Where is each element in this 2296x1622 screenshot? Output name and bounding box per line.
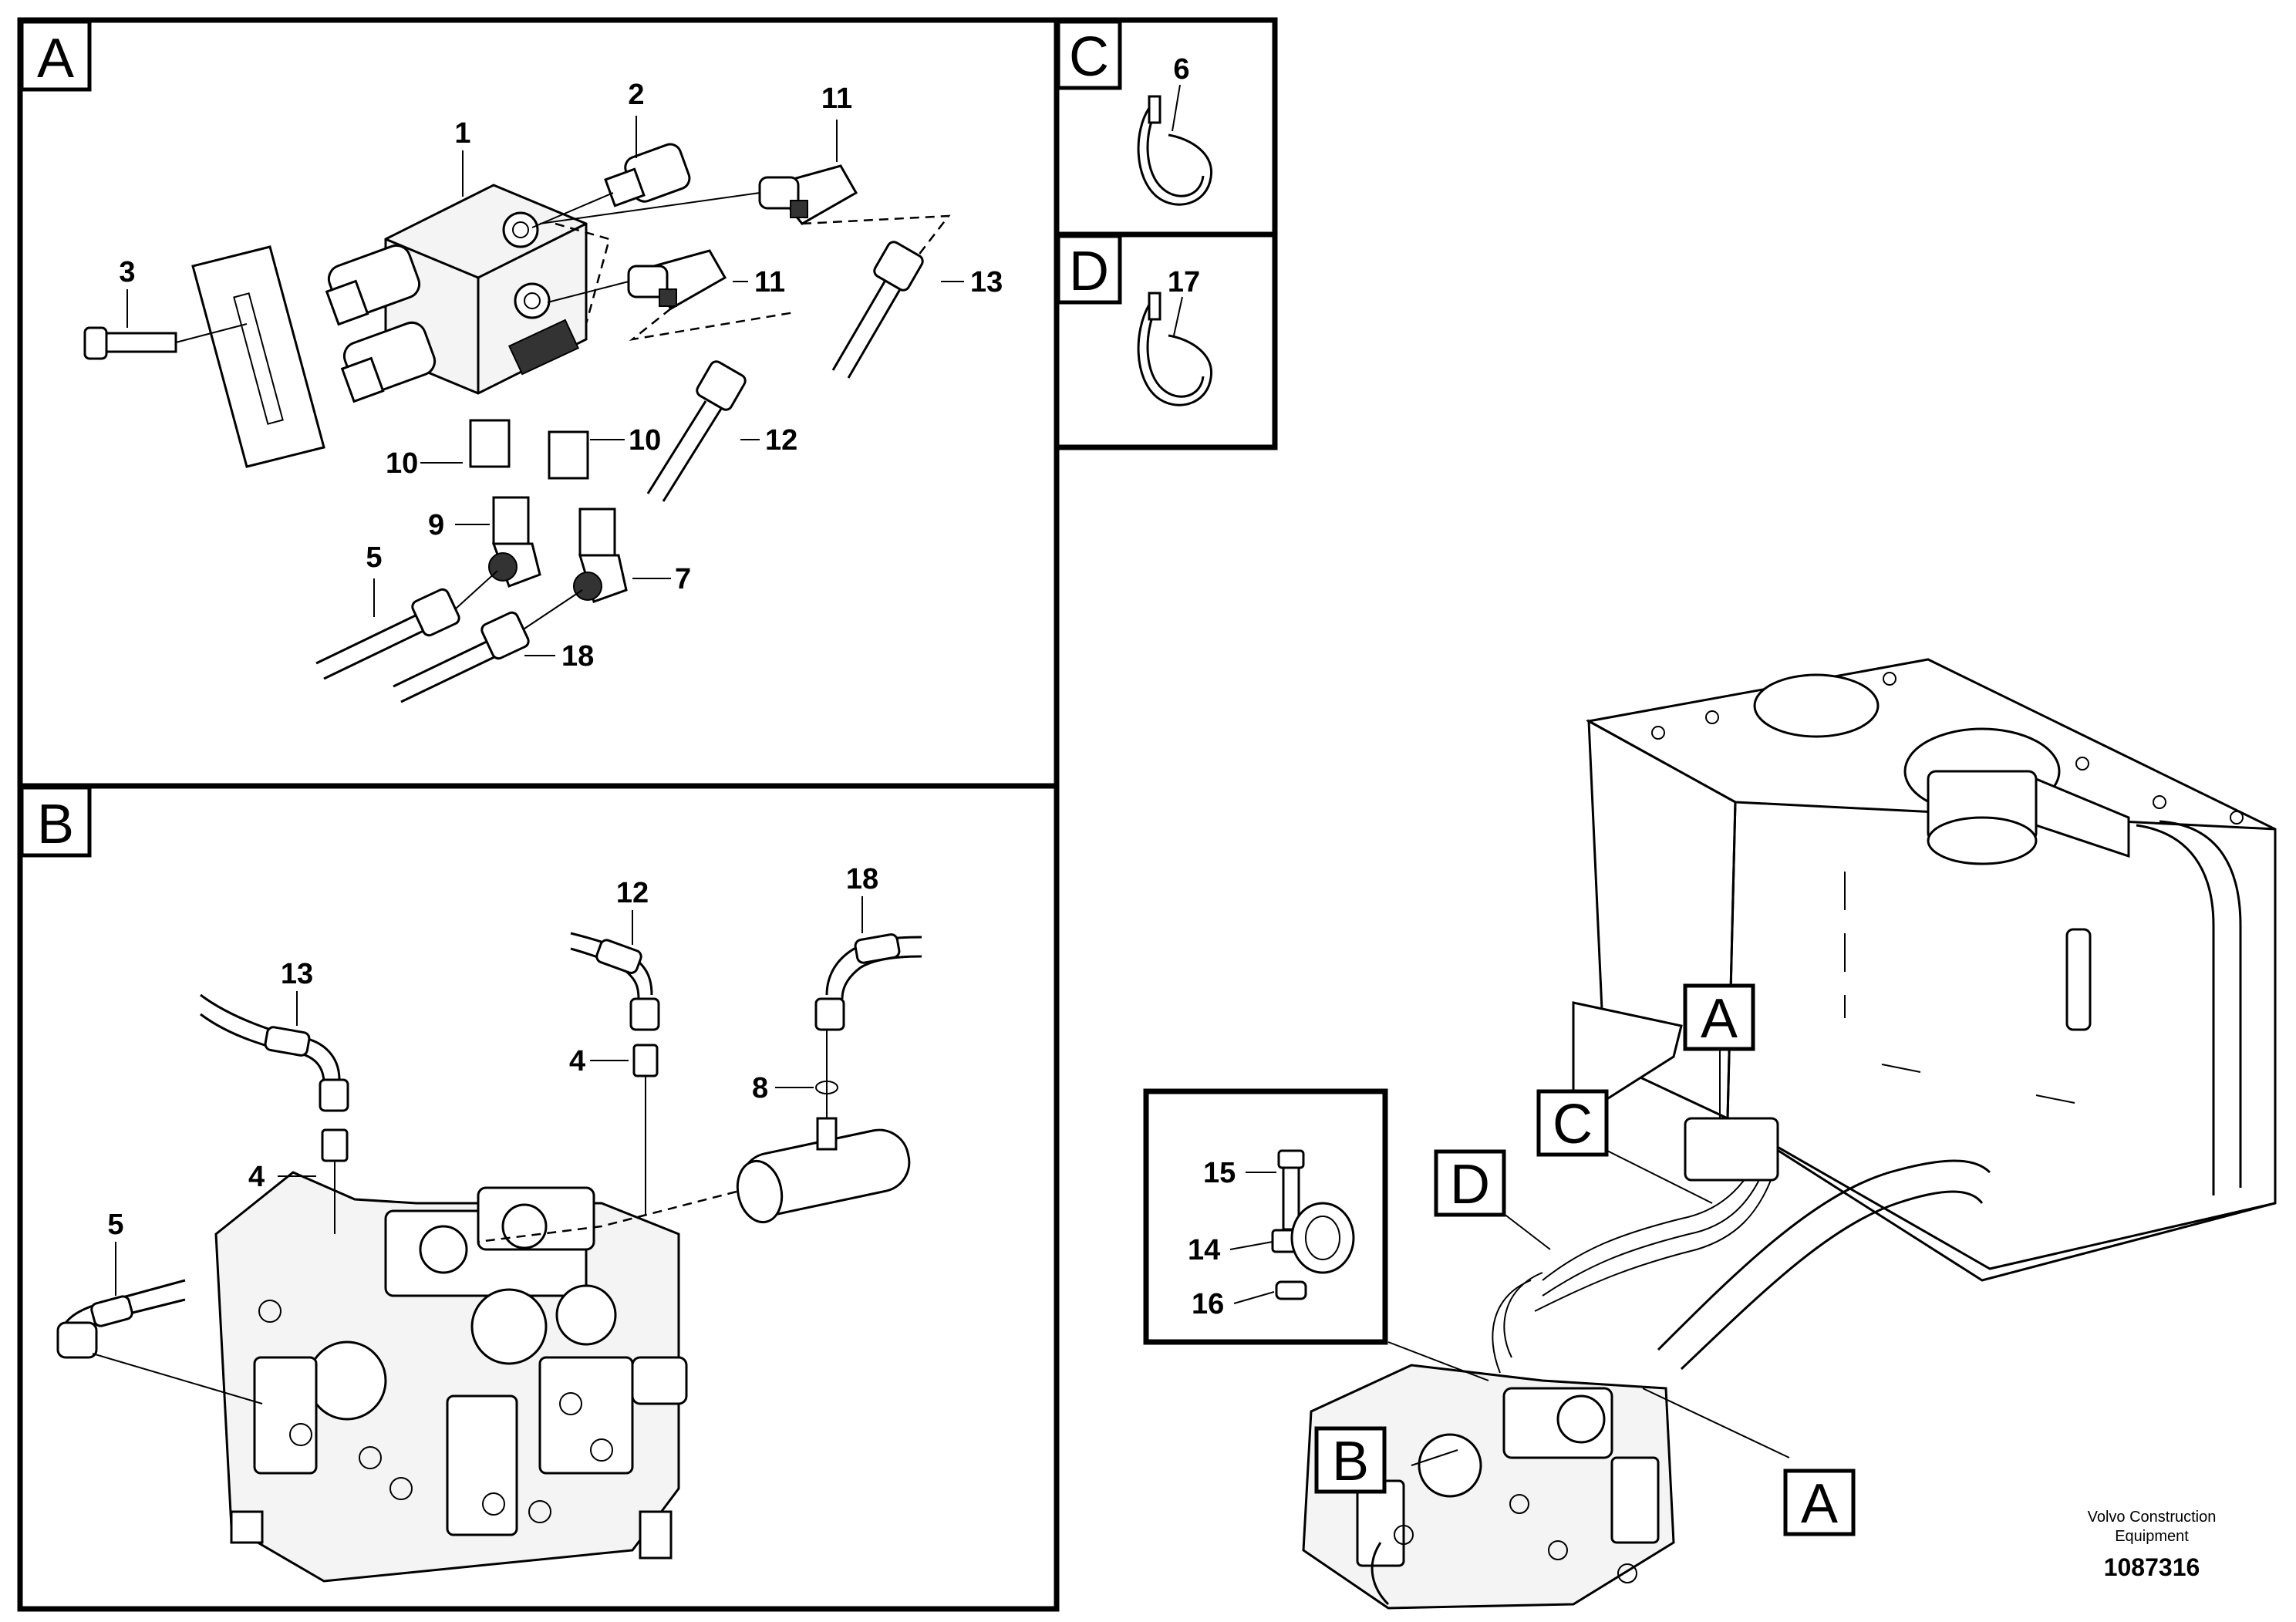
callout-a-12: 12 bbox=[765, 424, 797, 457]
hose-13 bbox=[831, 241, 924, 379]
svg-text:C: C bbox=[1069, 26, 1109, 88]
callout-a-11-top: 11 bbox=[821, 83, 852, 115]
callout-b-4-mid: 4 bbox=[569, 1045, 585, 1077]
callout-c-6: 6 bbox=[1173, 53, 1189, 86]
callout-b-13: 13 bbox=[281, 958, 313, 990]
svg-text:A: A bbox=[37, 28, 74, 89]
pipe-tube bbox=[477, 1018, 911, 1243]
panel-b-drawing bbox=[56, 896, 922, 1583]
svg-text:A: A bbox=[1701, 988, 1738, 1050]
callout-detail-16: 16 bbox=[1192, 1288, 1224, 1320]
overview-label-a-bottom: A bbox=[1783, 1469, 1856, 1536]
overview-label-c: C bbox=[1536, 1089, 1609, 1157]
callout-a-3: 3 bbox=[119, 256, 135, 288]
brand-line-2: Equipment bbox=[2115, 1528, 2189, 1545]
hose-b-5 bbox=[56, 1279, 263, 1404]
screw bbox=[83, 323, 248, 360]
svg-text:B: B bbox=[1332, 1431, 1369, 1492]
cable-tie-6 bbox=[1137, 84, 1212, 206]
callout-a-7: 7 bbox=[675, 563, 691, 595]
hose-b-18 bbox=[814, 933, 922, 1031]
svg-text:D: D bbox=[1450, 1154, 1490, 1216]
elbow-9 bbox=[488, 496, 541, 588]
detail-box bbox=[1143, 1088, 1388, 1345]
adapter-left bbox=[469, 419, 511, 468]
callout-detail-15: 15 bbox=[1203, 1157, 1236, 1189]
callout-a-18: 18 bbox=[561, 640, 594, 673]
callout-a-9: 9 bbox=[428, 509, 444, 541]
section-label-d: D bbox=[1056, 234, 1122, 305]
callout-b-4-left: 4 bbox=[248, 1161, 265, 1193]
svg-text:D: D bbox=[1069, 241, 1109, 302]
callout-detail-14: 14 bbox=[1188, 1234, 1220, 1266]
callout-b-12: 12 bbox=[616, 877, 649, 909]
pressure-sensor bbox=[531, 143, 691, 228]
overview-drawing bbox=[1302, 658, 2277, 1610]
callout-a-13: 13 bbox=[970, 266, 1003, 298]
cable-tie-17 bbox=[1137, 292, 1212, 406]
hose-b-13 bbox=[200, 993, 349, 1234]
hose-18 bbox=[393, 589, 583, 703]
callout-a-10-left: 10 bbox=[386, 447, 418, 480]
callout-a-2: 2 bbox=[628, 79, 644, 111]
callout-b-18: 18 bbox=[846, 863, 878, 895]
callout-b-5: 5 bbox=[107, 1209, 123, 1241]
callout-a-5: 5 bbox=[366, 541, 382, 574]
drawing-number: 1087316 bbox=[2104, 1553, 2200, 1581]
elbow-7 bbox=[573, 508, 628, 603]
callout-a-1: 1 bbox=[454, 117, 470, 150]
panel-frame-d bbox=[1054, 231, 1278, 450]
brand-line-1: Volvo Construction bbox=[2088, 1509, 2217, 1526]
hose-5 bbox=[315, 570, 498, 680]
panel-a-drawing bbox=[83, 116, 964, 703]
section-label-c: C bbox=[1056, 19, 1122, 90]
overview-label-d: D bbox=[1434, 1149, 1506, 1217]
callout-a-10-right: 10 bbox=[629, 424, 661, 457]
callout-a-11-mid: 11 bbox=[754, 266, 785, 298]
overview-label-a-top: A bbox=[1683, 983, 1755, 1051]
svg-text:A: A bbox=[1801, 1473, 1838, 1535]
callout-d-17: 17 bbox=[1168, 266, 1200, 298]
connector-upper bbox=[539, 164, 858, 225]
section-label-b: B bbox=[19, 785, 92, 858]
callout-b-8: 8 bbox=[752, 1072, 768, 1104]
mounting-bracket bbox=[191, 245, 325, 468]
hose-b-12 bbox=[570, 932, 660, 1215]
detail-parts bbox=[1229, 1149, 1355, 1304]
adapter-right bbox=[548, 430, 589, 480]
svg-text:B: B bbox=[37, 794, 74, 855]
overview-label-b: B bbox=[1314, 1426, 1387, 1494]
section-label-a: A bbox=[19, 19, 92, 92]
hose-12 bbox=[646, 360, 747, 502]
svg-text:C: C bbox=[1553, 1094, 1593, 1155]
connector-lower bbox=[547, 249, 727, 310]
